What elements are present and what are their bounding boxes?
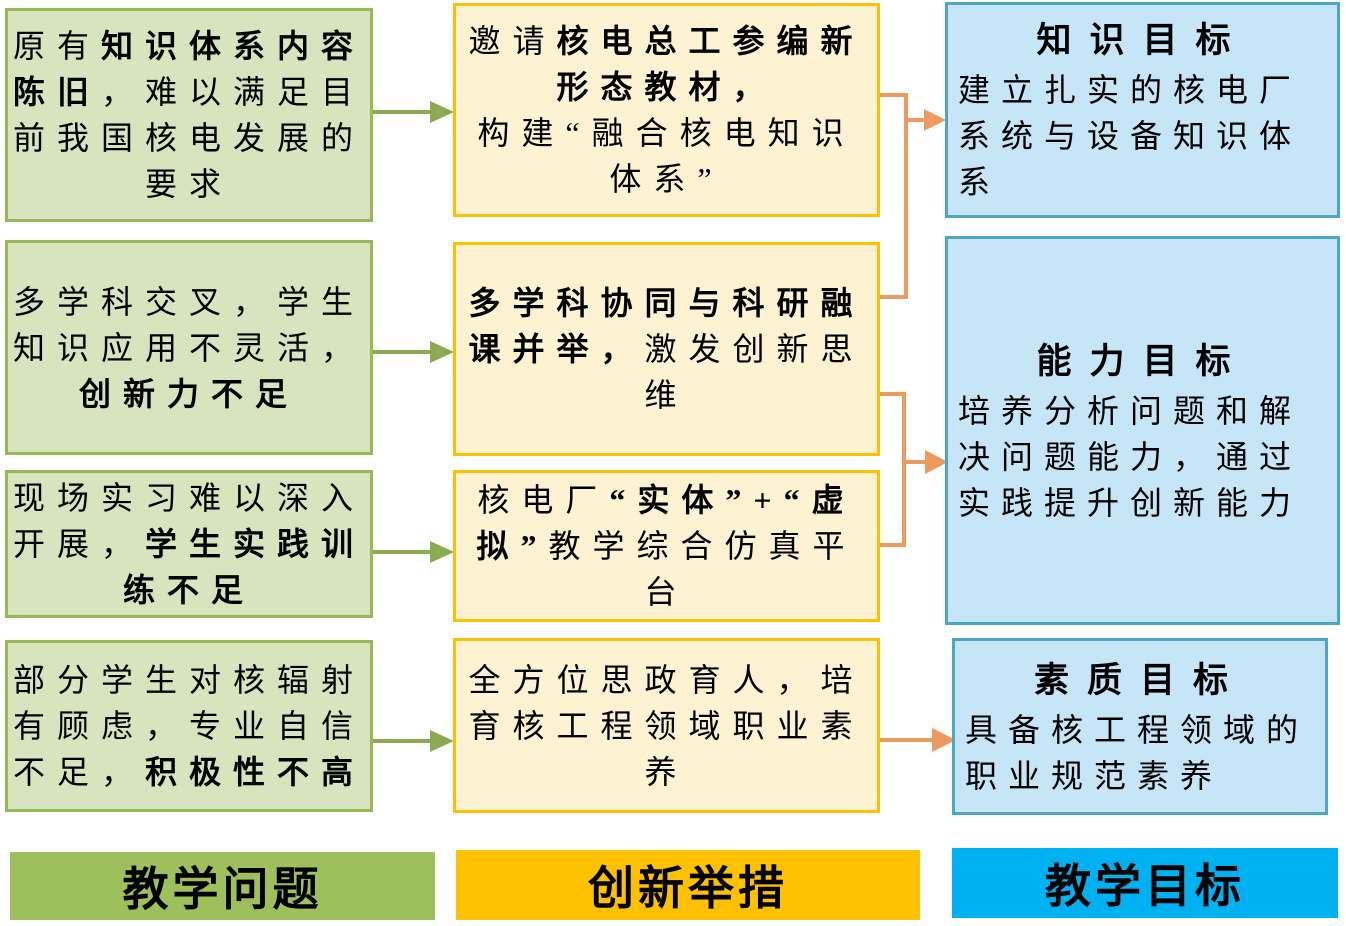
objective-2-title: 能力目标	[1036, 341, 1249, 381]
text-segment: 多学科协同与科研融课并举，	[468, 285, 865, 367]
text-segment: 知识体系内容陈旧	[12, 28, 366, 110]
problem-1-text: 原有知识体系内容陈旧，难以满足目前我国核电发展的要求	[8, 23, 370, 207]
measure-3-text: 核电厂“实体”+“虚拟”教学综合仿真平台	[456, 477, 877, 615]
measure-box-3: 核电厂“实体”+“虚拟”教学综合仿真平台	[453, 470, 880, 622]
text-segment: 全方位思政育人，培育核工程领域职业素养	[468, 661, 865, 790]
text-segment: 核电厂	[477, 482, 610, 518]
objective-1-body: 建立扎实的核电厂系统与设备知识体系	[958, 72, 1303, 200]
green-arrow-icon-2	[371, 341, 454, 363]
column-label-problems: 教学问题	[10, 852, 435, 920]
objective-box-quality: 素质目标 具备核工程领域的职业规范素养	[952, 638, 1328, 815]
green-arrow-icon-1	[371, 101, 454, 123]
text-segment: 部分学生对核辐射有顾虑，专业自信不足，	[12, 662, 365, 790]
measure-2-text: 多学科协同与科研融课并举，激发创新思维	[456, 280, 877, 418]
problem-box-3: 现场实习难以深入开展，学生实践训练不足	[5, 470, 373, 618]
text-segment: 多学科交叉，学生知识应用不灵活，	[12, 283, 365, 366]
green-arrow-icon-4	[371, 730, 454, 752]
column-label-objectives: 教学目标	[952, 848, 1338, 918]
measure-1-line-2: 构建“融合核电知识体系”	[459, 110, 874, 202]
objective-1-text: 知识目标 建立扎实的核电厂系统与设备知识体系	[948, 15, 1337, 205]
text-segment: 积极性不高	[145, 754, 366, 790]
problem-3-text: 现场实习难以深入开展，学生实践训练不足	[8, 475, 370, 613]
orange-connector-icon-1	[879, 93, 946, 299]
measure-box-4: 全方位思政育人，培育核工程领域职业素养	[453, 638, 880, 813]
orange-connector-icon-3	[879, 728, 956, 752]
text-segment: “实体”+“虚拟”	[476, 482, 856, 564]
measure-box-2: 多学科协同与科研融课并举，激发创新思维	[453, 242, 880, 456]
orange-connector-icon-2	[879, 392, 948, 547]
column-label-problems-text: 教学问题	[122, 863, 323, 915]
measure-1-line-1: 邀请核电总工参编新形态教材，	[459, 18, 874, 110]
problem-box-4: 部分学生对核辐射有顾虑，专业自信不足，积极性不高	[5, 640, 373, 812]
text-segment: 创新力不足	[78, 375, 299, 412]
text-segment: 激发创新思维	[644, 331, 865, 413]
text-segment: 原有	[12, 28, 101, 64]
text-segment: 现场实习难以深入开展，	[12, 480, 365, 562]
measure-1-text: 邀请核电总工参编新形态教材， 构建“融合核电知识体系”	[456, 18, 877, 202]
text-segment: 邀请	[468, 23, 557, 59]
measure-4-text: 全方位思政育人，培育核工程领域职业素养	[456, 657, 877, 795]
problem-box-1: 原有知识体系内容陈旧，难以满足目前我国核电发展的要求	[5, 8, 373, 222]
column-label-measures-text: 创新举措	[588, 862, 788, 914]
problem-box-2: 多学科交叉，学生知识应用不灵活， 创新力不足	[5, 240, 373, 455]
objective-1-title: 知识目标	[1036, 21, 1249, 60]
problem-2-text: 多学科交叉，学生知识应用不灵活， 创新力不足	[8, 279, 370, 417]
green-arrow-icon-3	[371, 541, 454, 563]
objective-box-knowledge: 知识目标 建立扎实的核电厂系统与设备知识体系	[945, 2, 1340, 218]
column-label-objectives-text: 教学目标	[1045, 860, 1245, 912]
objective-3-body: 具备核工程领域的职业规范素养	[965, 711, 1310, 794]
objective-2-text: 能力目标 培养分析问题和解决问题能力，通过实践提升创新能力	[948, 336, 1337, 526]
text-segment: 核电总工参编新形态教材，	[556, 23, 865, 105]
problem-4-text: 部分学生对核辐射有顾虑，专业自信不足，积极性不高	[8, 657, 370, 795]
objective-box-ability: 能力目标 培养分析问题和解决问题能力，通过实践提升创新能力	[945, 236, 1340, 625]
measure-box-1: 邀请核电总工参编新形态教材， 构建“融合核电知识体系”	[453, 3, 880, 217]
text-segment: 构建“融合核电知识体系”	[477, 115, 856, 197]
objective-2-body: 培养分析问题和解决问题能力，通过实践提升创新能力	[958, 392, 1303, 521]
objective-3-text: 素质目标 具备核工程领域的职业规范素养	[955, 655, 1325, 799]
column-label-measures: 创新举措	[456, 850, 920, 920]
text-segment: 教学综合仿真平台	[548, 528, 857, 610]
objective-3-title: 素质目标	[1033, 660, 1246, 700]
text-segment: 学生实践训练不足	[122, 526, 366, 608]
text-segment: ，难以满足目前我国核电发展的要求	[12, 74, 366, 202]
